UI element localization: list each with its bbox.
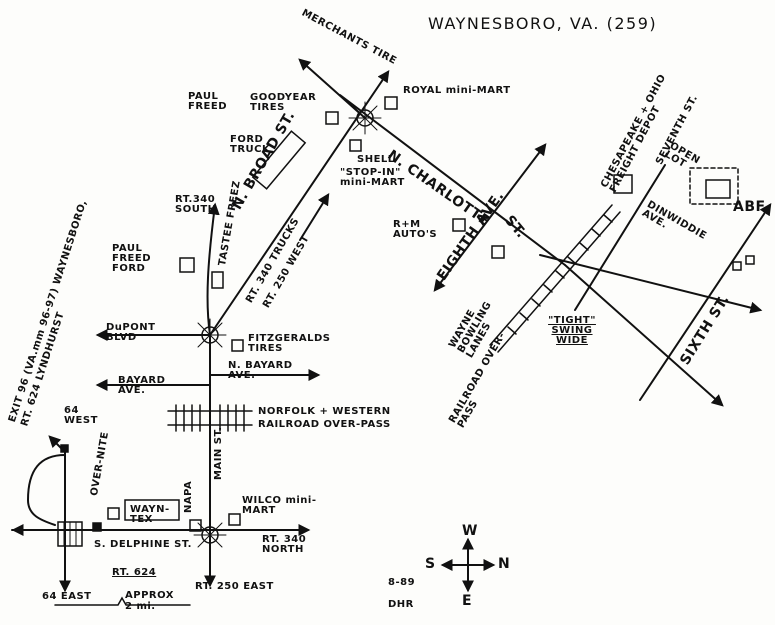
overnite-box [107, 507, 120, 520]
goodyear-label: GOODYEAR TIRES [250, 92, 317, 113]
exit-marker [92, 522, 102, 532]
signature-initials: DHR [388, 599, 414, 610]
signature-date: 8-89 [388, 577, 416, 588]
ford-truck-label: FORD TRUCK [230, 134, 271, 155]
map-number: (259) [606, 14, 658, 33]
fitzgeralds-box [231, 339, 244, 352]
goodyear-box [325, 111, 339, 125]
ford-truck-box [251, 130, 307, 190]
tight-swing-label: "TIGHT" SWING WIDE [548, 315, 596, 346]
compass-east: E [462, 593, 473, 609]
wayne-bowling-box [491, 245, 505, 259]
business-boxes [60, 96, 755, 532]
rt250-east-label: RT. 250 EAST [195, 581, 274, 592]
fitzgeralds-label: FITZGERALDS TIRES [248, 333, 331, 354]
rt250-west-arrow [299, 192, 330, 241]
dinwiddie-box-2 [745, 255, 755, 265]
paul-freed-ford-label: PAUL FREED FORD [112, 243, 151, 274]
napa-box [189, 519, 202, 532]
open-lot-box [689, 167, 739, 205]
approx-label: APPROX 2 mi. [125, 590, 174, 612]
shell-label: SHELL [357, 154, 395, 165]
royal-mini-mart-label: ROYAL mini-MART [403, 85, 511, 96]
napa-label: NAPA [183, 480, 194, 513]
dinwiddie-box-1 [732, 261, 742, 271]
norfolk-western-label: NORFOLK + WESTERN RAILROAD OVER-PASS [258, 406, 391, 430]
wilco-label: WILCO mini-MART [242, 495, 317, 516]
rpm-box [452, 218, 466, 232]
waynetex-label: WAYN-TEX [130, 504, 170, 525]
bayard-ave-label: BAYARD AVE. [118, 375, 166, 396]
exit-ramp [26, 454, 66, 526]
compass-south: S [425, 556, 436, 572]
i64-east-label: 64 EAST [42, 591, 92, 602]
paul-freed-ford-box [179, 257, 195, 273]
compass-north: N [498, 556, 511, 572]
n-broad-street-road [209, 70, 390, 336]
sixth-street-road [639, 203, 772, 401]
rt340-south-label: RT.340 SOUTH [175, 194, 217, 215]
dupont-label: DuPONT BLVD [106, 322, 156, 343]
map-title: WAYNESBORO, VA. (259) [428, 14, 658, 33]
stop-in-label: "STOP-IN" mini-MART [340, 167, 405, 188]
tastee-freez-box [211, 271, 224, 289]
rt340-south-road [206, 202, 220, 336]
rpm-autos-label: R+M AUTO'S [393, 219, 438, 240]
rt340-north-label: RT. 340 NORTH [262, 534, 307, 555]
eighth-ave-road [433, 143, 547, 292]
rt624-label: RT. 624 [112, 567, 157, 578]
seventh-street-road [574, 164, 666, 311]
waynetex-box [124, 499, 180, 521]
main-st-label: MAIN ST. [213, 426, 224, 480]
shell-box [349, 139, 362, 152]
norfolk-western-track [167, 404, 253, 432]
wilco-box [228, 513, 241, 526]
n-bayard-ave-label: N. BAYARD AVE. [228, 360, 293, 381]
compass [440, 537, 496, 593]
compass-west: W [462, 523, 478, 539]
swing-wide-arrow [564, 264, 724, 407]
chesapeake-ohio-track [489, 204, 621, 353]
freight-depot-box [613, 174, 633, 194]
merchants-corner-road [298, 58, 366, 119]
exit-marker-2 [60, 444, 69, 453]
abf-label: ABF [733, 199, 766, 215]
paul-freed-label: PAUL FREED [188, 91, 227, 112]
s-delphine-label: S. DELPHINE ST. [94, 539, 192, 550]
i64-west-label: 64 WEST [64, 405, 98, 426]
intersection-rays [193, 101, 382, 552]
approx-distance-bracket [54, 596, 191, 606]
abf-box [705, 179, 731, 199]
royal-box [384, 96, 398, 110]
